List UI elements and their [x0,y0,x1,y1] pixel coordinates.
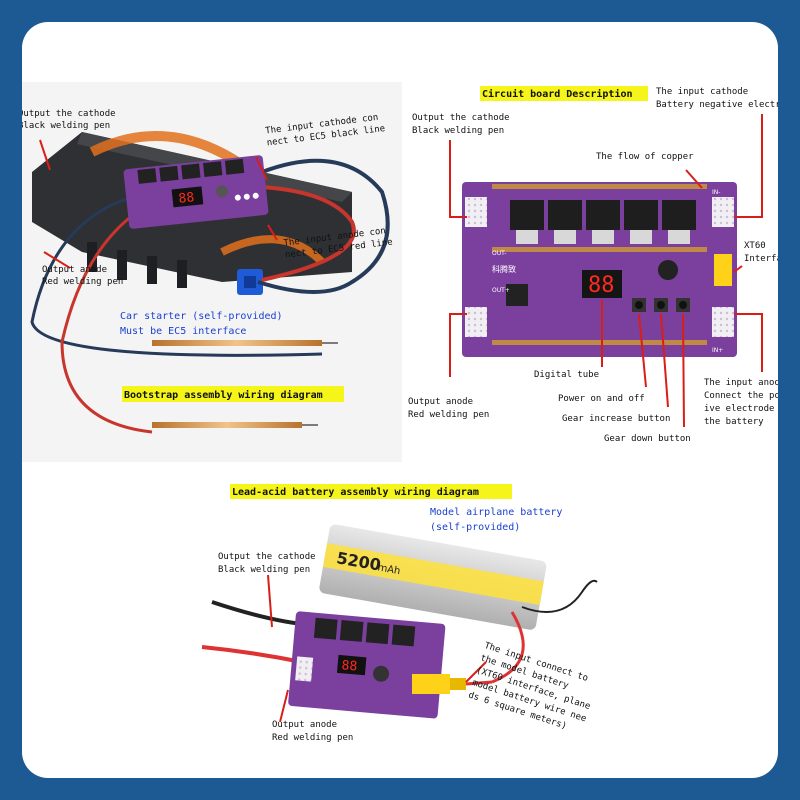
leadacid-display-digits: 88 [341,658,358,674]
circuit-title-highlight [480,86,648,101]
battery-unit: mAh [377,562,401,577]
leadacid-input-label: The input connect to the model battery (… [467,641,605,738]
circuit-gear-down-label: Gear down button [604,434,691,444]
leadacid-red-cable [201,645,303,664]
circuit-input-anode-label: The input anode Connect the pos ive elec… [704,378,778,427]
circuit-copper-label: The flow of copper [596,152,694,162]
circuit-xt60-label: XT60 Interfac [744,241,778,264]
lipo-battery: 5200 mAh [319,524,547,630]
red-cable [261,185,356,282]
board-text-out-minus: OUT- [492,250,506,257]
copper-strip-bottom [492,340,707,345]
board-text-out-plus: OUT+ [492,287,510,294]
bootstrap-board: 88 [123,155,269,229]
bootstrap-display [171,186,204,208]
circuit-cathode-label: Output the cathode Black welding pen [412,113,515,136]
bootstrap-anode-label: Output anode Red welding pen [42,265,123,287]
circuit-gear-increase-label: Gear increase button [562,414,670,424]
leadacid-cathode-label: Output the cathode Black welding pen [218,552,321,575]
black-cable [257,158,390,294]
red-welding-pen [152,422,302,428]
product-card: 88 Output the cathode Black welding pen … [22,22,778,778]
bootstrap-cathode-label: Output the cathode Black welding pen [22,109,121,131]
black-welding-pen [152,340,322,346]
leadacid-title-highlight [230,484,512,499]
leadacid-section: Lead-acid battery assembly wiring diagra… [201,484,605,743]
circuit-display [582,270,622,298]
bootstrap-section: 88 Output the cathode Black welding pen … [22,82,402,462]
mosfet-row [510,200,696,244]
circuit-display-digits: 88 [588,273,615,298]
leadacid-title: Lead-acid battery assembly wiring diagra… [232,486,479,498]
board-text-in-plus: IN+ [712,347,723,354]
wiring-diagram: 88 Output the cathode Black welding pen … [22,82,778,743]
board-brand-text: 科腾致 [492,264,516,274]
car-starter-label: Car starter (self-provided) Must be EC5 … [120,311,289,337]
copper-strip-middle [492,247,707,252]
circuit-buzzer-icon [658,260,678,280]
leadacid-display [336,654,367,676]
circuit-input-cathode-label: The input cathode Battery negative elect… [656,87,778,110]
circuit-section: Circuit board Description The input cath… [408,86,778,444]
leadacid-board: 88 [288,611,446,719]
circuit-anode-label: Output anode Red welding pen [408,397,489,420]
leadacid-knob-icon [373,665,390,682]
circuit-power-label: Power on and off [558,394,645,404]
bootstrap-knob-icon [216,185,229,198]
leadacid-anode-label: Output anode Red welding pen [272,720,353,743]
battery-label: Model airplane battery (self-provided) [430,507,568,533]
leadacid-xt60-connector [412,674,450,694]
copper-strip-top [492,184,707,189]
xt60-connector [714,254,732,286]
circuit-title: Circuit board Description [482,88,633,100]
bootstrap-display-digits: 88 [178,190,195,207]
circuit-digital-tube-label: Digital tube [534,370,599,380]
circuit-board: 88 OUT- OUT+ IN- IN+ 科腾致 [462,182,737,357]
bootstrap-title-highlight [122,386,344,402]
bootstrap-title: Bootstrap assembly wiring diagram [124,389,323,401]
board-text-in-minus: IN- [712,189,720,196]
